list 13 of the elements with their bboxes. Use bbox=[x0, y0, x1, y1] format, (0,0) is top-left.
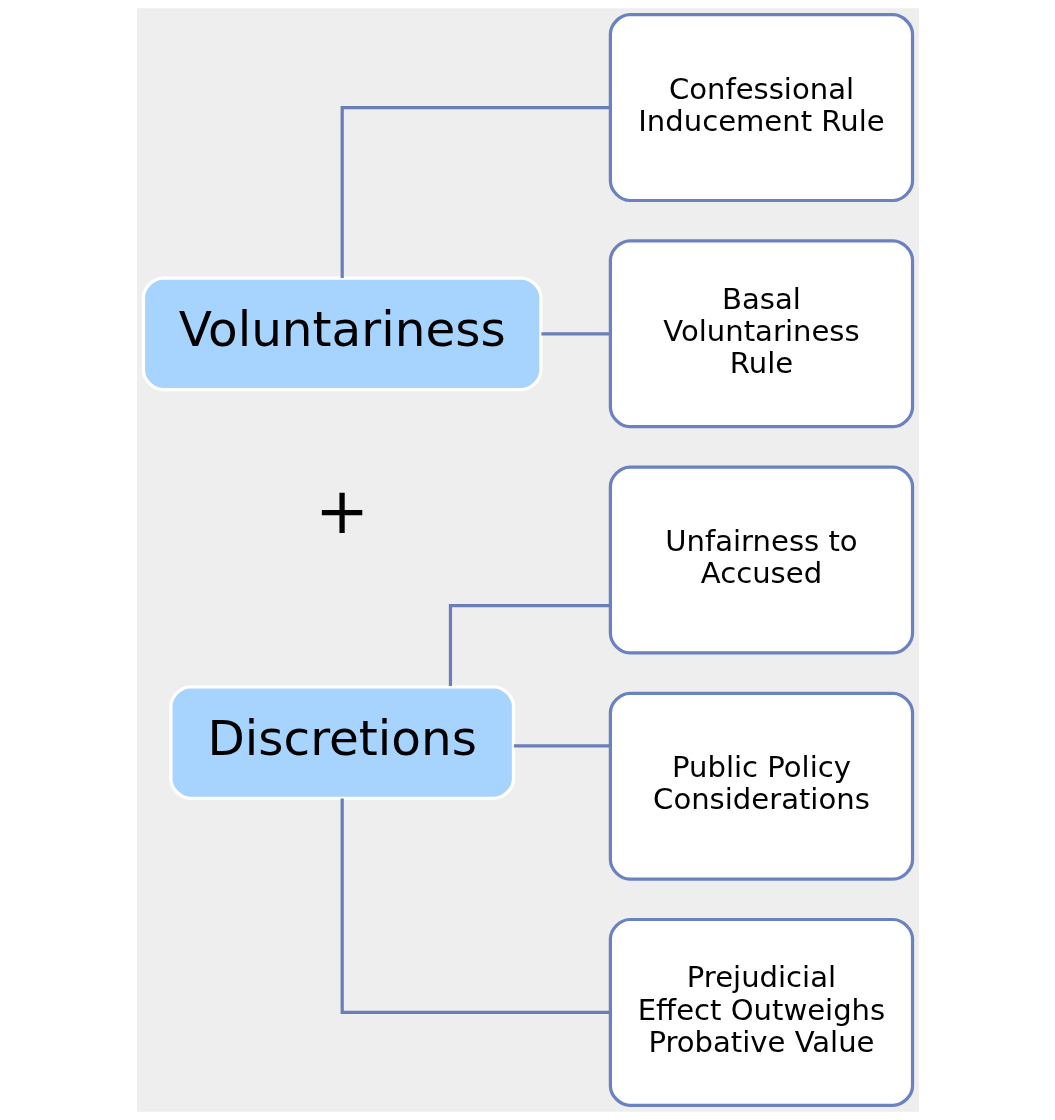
node-box: Unfairness to Accused bbox=[608, 465, 914, 655]
node-box: Prejudicial Effect Outweighs Probative Value bbox=[608, 917, 914, 1107]
connector bbox=[540, 332, 610, 336]
node-box: Voluntariness bbox=[141, 276, 543, 392]
connector bbox=[340, 798, 610, 1014]
connector bbox=[513, 744, 610, 748]
connector bbox=[340, 106, 610, 278]
node-box: Public Policy Considerations bbox=[608, 691, 914, 881]
label: + bbox=[314, 472, 369, 548]
node-box: Basal Voluntariness Rule bbox=[608, 239, 914, 429]
connector bbox=[448, 604, 610, 687]
node-box: Confessional Inducement Rule bbox=[608, 13, 914, 203]
node-box: Discretions bbox=[168, 685, 515, 800]
